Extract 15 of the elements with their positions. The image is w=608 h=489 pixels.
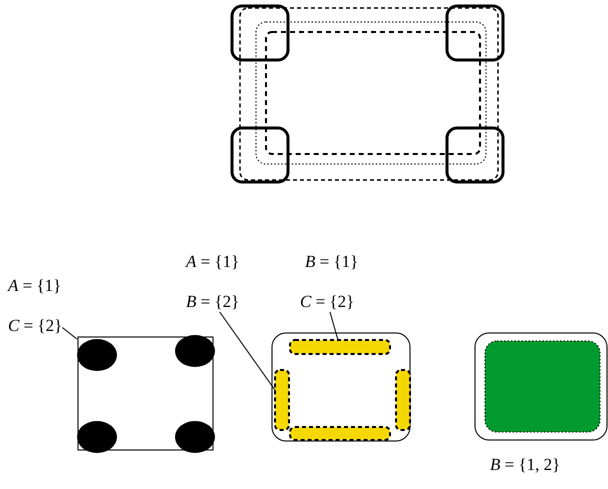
- dashed-segment: [395, 369, 411, 431]
- math-label: C = {2}: [8, 316, 62, 336]
- dashed-segment: [274, 369, 290, 431]
- math-label: B = {1}: [305, 252, 358, 272]
- math-label: A = {1}: [186, 252, 240, 272]
- dashed-segment: [289, 339, 391, 355]
- math-label: B = {2}: [186, 292, 240, 312]
- leader-line: [330, 312, 338, 340]
- blob: [77, 339, 117, 371]
- leader-line: [219, 312, 276, 391]
- math-label: A = {1}: [8, 276, 62, 296]
- math-label: C = {2}: [300, 292, 354, 312]
- dashed-segment: [289, 426, 391, 441]
- math-label: B = {1, 2}: [490, 455, 560, 475]
- leader-line: [62, 327, 78, 340]
